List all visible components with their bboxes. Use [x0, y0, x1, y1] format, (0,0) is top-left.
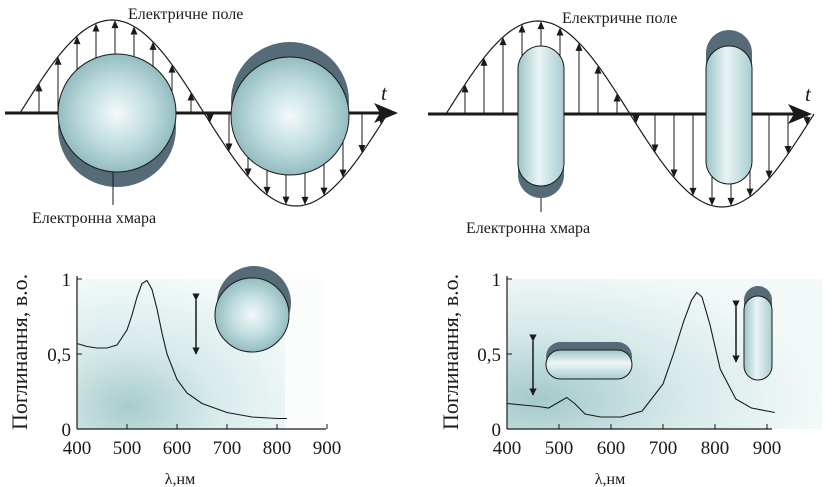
top-right-panel: Електричне поле Електронна хмара t — [428, 10, 815, 237]
axis-var-label: t — [381, 81, 388, 105]
field-arrowhead — [320, 187, 328, 196]
y-tick-label: 1 — [62, 270, 72, 291]
field-arrowhead — [708, 197, 716, 206]
electron-cloud-rod-vertical — [743, 286, 773, 381]
field-arrowhead — [282, 196, 290, 205]
field-arrowhead — [651, 144, 659, 153]
spectrum-chart-sphere: 400 500 600 700 800 900 0 0,5 1 Поглинання, в.о.… — [7, 266, 341, 487]
absorption-series-line — [506, 291, 775, 418]
field-arrowhead — [461, 84, 469, 93]
electron-cloud-rod — [705, 30, 753, 185]
x-axis-label: λ,нм — [165, 471, 195, 487]
field-label: Електричне поле — [562, 10, 677, 27]
field-arrowhead — [73, 36, 81, 45]
cloud-label: Електронна хмара — [32, 210, 156, 227]
top-left-panel: Електричне поле Електронна хмара t — [5, 6, 398, 227]
x-tick-label: 500 — [545, 438, 574, 459]
x-tick-label: 400 — [63, 438, 92, 459]
x-tick-label: 800 — [701, 438, 730, 459]
field-arrowhead — [594, 65, 602, 74]
field-arrowhead — [556, 27, 564, 36]
x-axis-label: λ,нм — [595, 471, 625, 487]
field-arrowhead — [187, 92, 195, 101]
field-arrowhead — [765, 170, 773, 179]
field-arrowhead — [149, 41, 157, 50]
field-arrowhead — [111, 20, 119, 29]
field-arrowhead — [632, 115, 640, 124]
y-tick-label: 0,5 — [47, 345, 71, 366]
field-arrowhead — [784, 145, 792, 154]
y-axis-label: Поглинання, в.о. — [7, 274, 32, 430]
field-arrowhead — [263, 186, 271, 195]
field-label: Електричне поле — [128, 6, 243, 23]
x-tick-label: 700 — [213, 438, 242, 459]
field-arrowhead — [168, 64, 176, 73]
field-arrowhead — [339, 169, 347, 178]
y-tick-label: 0,5 — [477, 345, 501, 366]
x-tick-label: 900 — [313, 438, 342, 459]
x-tick-label: 500 — [113, 438, 142, 459]
electron-cloud-rod-horizontal — [545, 342, 633, 380]
spectrum-chart-rod: 400 500 600 700 800 900 0 0,5 1 Поглинання, в.о.… — [438, 270, 822, 487]
field-arrows — [461, 21, 811, 206]
x-tick-label: 600 — [163, 438, 192, 459]
absorption-series-line — [76, 279, 287, 420]
y-tick-label: 1 — [492, 270, 502, 291]
field-arrowhead — [803, 117, 811, 126]
x-tick-label: 700 — [649, 438, 678, 459]
plot-background — [285, 279, 325, 429]
field-arrowhead — [613, 93, 621, 102]
x-tick-label: 600 — [597, 438, 626, 459]
field-arrowhead — [54, 56, 62, 65]
field-arrowhead — [727, 197, 735, 206]
field-arrowhead — [499, 37, 507, 46]
field-arrowhead — [689, 187, 697, 196]
field-arrowhead — [35, 83, 43, 92]
y-tick-label: 0 — [492, 420, 502, 441]
y-tick-label: 0 — [62, 420, 72, 441]
electron-cloud-sphere — [214, 266, 291, 353]
field-arrowhead — [670, 169, 678, 178]
electron-cloud-rod — [517, 45, 565, 198]
field-arrowhead — [301, 196, 309, 205]
field-arrowhead — [358, 144, 366, 153]
electron-cloud-sphere — [57, 53, 177, 187]
field-arrowhead — [244, 168, 252, 177]
chart-ticks: 400 500 600 700 800 900 0 0,5 1 — [477, 270, 781, 459]
electron-cloud-sphere — [230, 42, 350, 176]
x-tick-label: 900 — [753, 438, 782, 459]
x-tick-label: 800 — [263, 438, 292, 459]
field-arrowhead — [130, 26, 138, 35]
field-arrowhead — [225, 143, 233, 152]
field-arrowhead — [206, 114, 214, 123]
x-tick-label: 400 — [493, 438, 522, 459]
chart-ticks: 400 500 600 700 800 900 0 0,5 1 — [47, 270, 341, 459]
y-axis-label: Поглинання, в.о. — [438, 274, 463, 430]
field-arrowhead — [746, 188, 754, 197]
time-axis-arrowhead — [374, 103, 398, 123]
field-arrowhead — [518, 24, 526, 33]
field-arrowhead — [92, 23, 100, 32]
cloud-label: Електронна хмара — [466, 220, 590, 237]
field-arrowhead — [575, 42, 583, 51]
time-axis-arrowhead — [788, 104, 812, 124]
field-arrowhead — [537, 21, 545, 30]
axis-var-label: t — [805, 82, 812, 106]
field-arrowhead — [480, 57, 488, 66]
